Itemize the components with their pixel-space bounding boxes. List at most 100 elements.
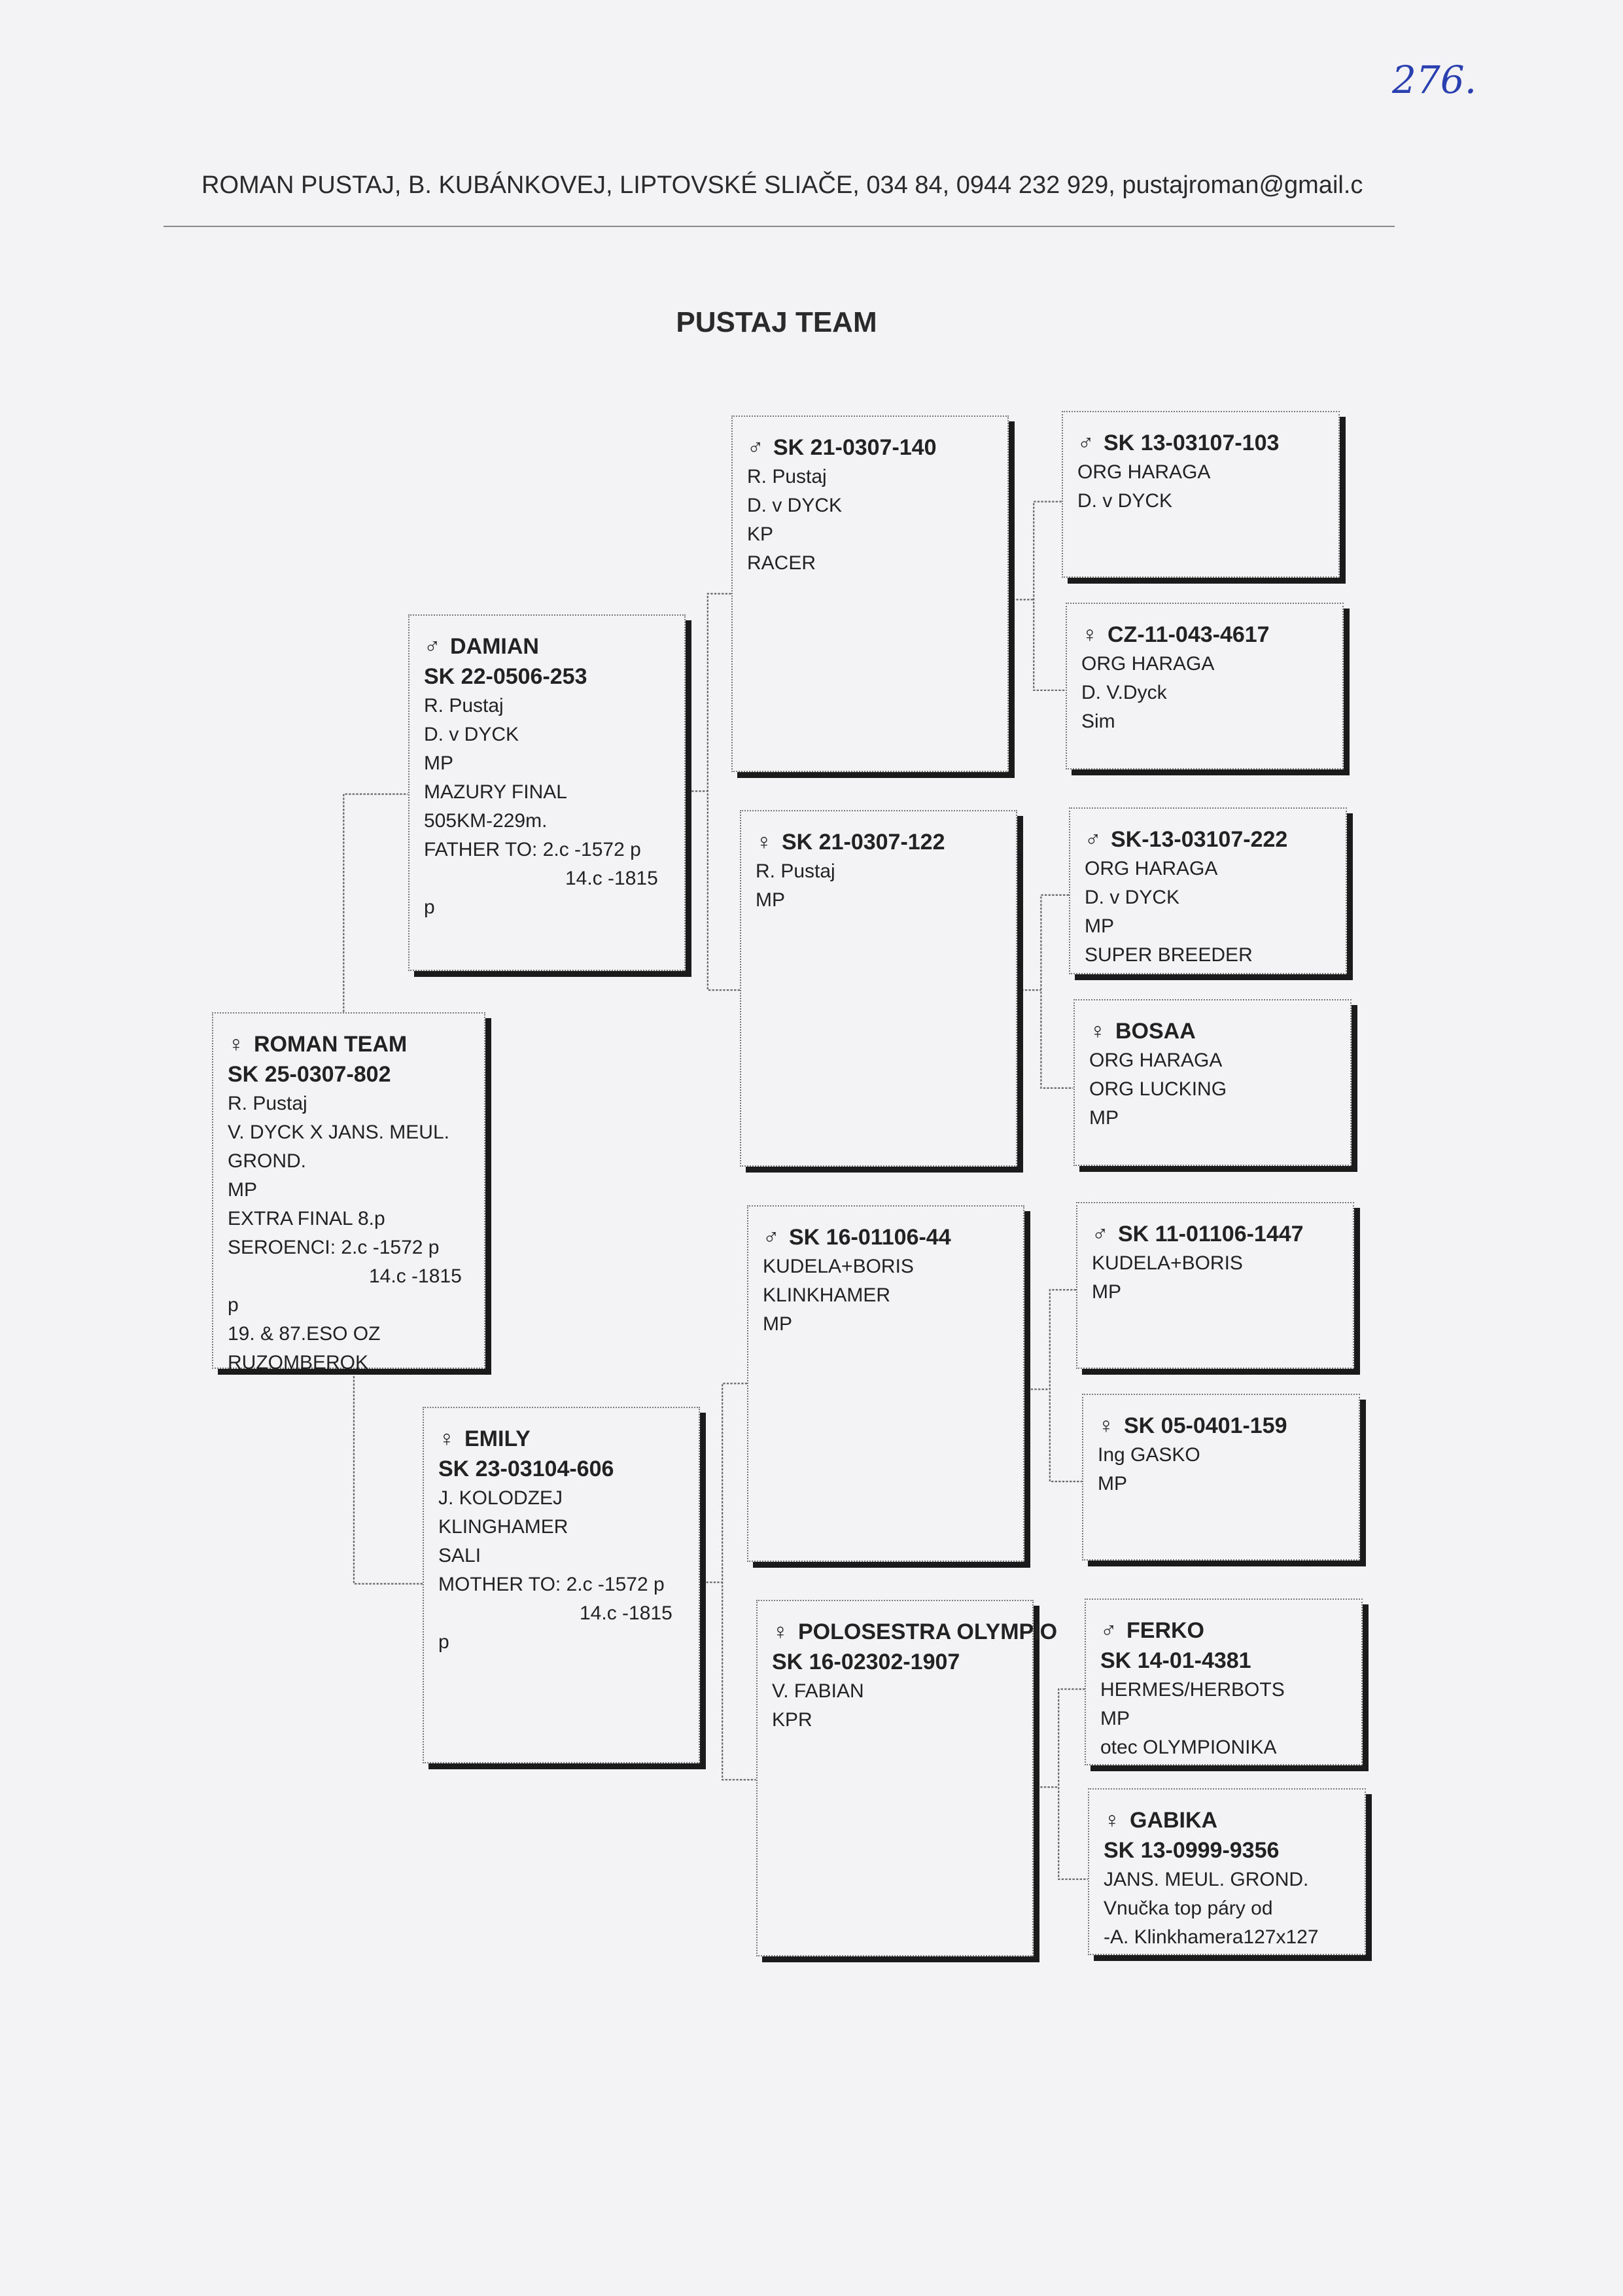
pigeon-detail: p [228, 1294, 239, 1316]
connector-polo-parents [1036, 1688, 1088, 1881]
pigeon-detail: D. v DYCK [1077, 490, 1173, 512]
pigeon-detail: GROND. [228, 1150, 306, 1172]
pigeon-detail: HERMES/HERBOTS [1100, 1679, 1285, 1701]
pigeon-detail: Sim [1081, 711, 1115, 732]
male-symbol-icon: ♂ [763, 1225, 780, 1250]
pigeon-detail: D. V.Dyck [1081, 682, 1167, 703]
pigeon-detail: JANS. MEUL. GROND. [1104, 1869, 1309, 1890]
pigeon-detail: p [424, 896, 435, 918]
pigeon-detail: ORG HARAGA [1089, 1050, 1223, 1071]
female-symbol-icon: ♀ [1104, 1808, 1121, 1833]
pigeon-detail: MP [424, 752, 453, 774]
pigeon-name: FERKO [1126, 1618, 1204, 1643]
ring-number: SK 16-02302-1907 [772, 1650, 960, 1674]
pigeon-detail: MP [1100, 1708, 1130, 1729]
pigeon-detail: FATHER TO: 2.c -1572 p [424, 839, 641, 860]
connector-s44-parents [1023, 1289, 1082, 1483]
pigeon-detail: R. Pustaj [424, 695, 504, 716]
pigeon-detail: SALI [438, 1545, 481, 1566]
pigeon-detail: KPR [772, 1709, 812, 1731]
pigeon-name-line: ♀ GABIKA [1104, 1805, 1352, 1835]
ring-number: SK-13-03107-222 [1111, 827, 1288, 852]
male-symbol-icon: ♂ [424, 634, 441, 659]
pigeon-card-s140: ♂SK 21-0307-140 R. Pustaj D. v DYCK KP RACER [731, 415, 1009, 772]
pigeon-detail: MP [1089, 1107, 1119, 1129]
pigeon-detail: KP [747, 523, 774, 545]
ring-number: SK 23-03104-606 [438, 1457, 614, 1481]
pigeon-detail: J. KOLODZEJ [438, 1487, 563, 1509]
pigeon-ring-line: ♂SK 16-01106-44 [763, 1222, 1010, 1252]
ring-number: SK 21-0307-122 [782, 830, 945, 855]
pigeon-detail: MP [1085, 915, 1114, 937]
ring-number: SK 25-0307-802 [228, 1062, 391, 1087]
pigeon-detail: R. Pustaj [747, 466, 827, 487]
connector-roman-emily [353, 1368, 423, 1585]
female-symbol-icon: ♀ [228, 1032, 245, 1057]
pigeon-card-bosaa: ♀BOSAA ORG HARAGA ORG LUCKING MP [1073, 999, 1352, 1166]
pigeon-detail: MP [1092, 1281, 1121, 1303]
pigeon-detail: MAZURY FINAL [424, 781, 567, 803]
pigeon-detail: SEROENCI: 2.c -1572 p [228, 1237, 440, 1258]
handwritten-page-number: 276. [1392, 58, 1477, 102]
pigeon-detail: ORG LUCKING [1089, 1078, 1227, 1100]
pigeon-card-polo: ♀ POLOSESTRA OLYMPIO SK 16-02302-1907 V. FA… [756, 1600, 1057, 1956]
pigeon-detail: -A. Klinkhamera127x127 [1104, 1926, 1319, 1948]
connector-roman-damian [343, 793, 408, 1012]
pigeon-detail: MP [1098, 1473, 1127, 1494]
pigeon-name: DAMIAN [450, 634, 539, 659]
male-symbol-icon: ♂ [1100, 1618, 1117, 1643]
female-symbol-icon: ♀ [438, 1426, 455, 1451]
pigeon-name-line: ♀ ROMAN TEAM [228, 1029, 471, 1059]
pigeon-ring-line: ♀SK 21-0307-122 [756, 827, 1003, 857]
pigeon-detail: MP [763, 1313, 792, 1335]
male-symbol-icon: ♂ [1085, 827, 1102, 852]
pigeon-detail: ORG HARAGA [1081, 653, 1215, 675]
ring-number: SK 22-0506-253 [424, 664, 587, 689]
pigeon-detail: RACER [747, 552, 816, 574]
pigeon-detail: D. v DYCK [747, 495, 843, 516]
pigeon-detail: 14.c -1815 [565, 868, 658, 889]
pigeon-detail: MP [756, 889, 785, 911]
ring-number: SK 14-01-4381 [1100, 1648, 1251, 1673]
connector-s122-parents [1017, 894, 1073, 1089]
ring-number: CZ-11-043-4617 [1108, 622, 1270, 647]
pigeon-name: GABIKA [1130, 1808, 1218, 1833]
female-symbol-icon: ♀ [772, 1619, 789, 1644]
pigeon-name: EMILY [464, 1426, 531, 1451]
pigeon-ring-line: ♂ SK-13-03107-222 [1085, 824, 1333, 855]
pigeon-detail: otec OLYMPIONIKA [1100, 1737, 1277, 1758]
pigeon-detail: Ing GASKO [1098, 1444, 1200, 1466]
pigeon-detail: SUPER BREEDER [1085, 944, 1253, 966]
pigeon-name-line: ♂ FERKO [1100, 1616, 1348, 1646]
ring-number: SK 11-01106-1447 [1118, 1222, 1304, 1246]
pigeon-detail: V. FABIAN [772, 1680, 864, 1702]
pigeon-name: ROMAN TEAM [254, 1032, 408, 1057]
pigeon-detail: 14.c -1815 [580, 1602, 672, 1624]
pigeon-detail: 505KM-229m. [424, 810, 548, 832]
pigeon-ring-line: ♂SK 21-0307-140 [747, 433, 994, 463]
pigeon-ring-line: ♀BOSAA [1089, 1016, 1337, 1046]
pigeon-name: POLOSESTRA OLYMPIO [798, 1619, 1058, 1644]
pigeon-ring-line: ♂SK 13-03107-103 [1077, 428, 1325, 458]
male-symbol-icon: ♂ [747, 435, 764, 460]
female-symbol-icon: ♀ [1098, 1413, 1115, 1438]
pigeon-detail: D. v DYCK [1085, 887, 1180, 908]
pigeon-detail: KLINKHAMER [763, 1284, 891, 1306]
ring-number: SK 13-0999-9356 [1104, 1838, 1280, 1863]
connector-damian-parents [684, 593, 740, 991]
pigeon-detail: ORG HARAGA [1077, 461, 1211, 483]
pigeon-detail: EXTRA FINAL 8.p [228, 1208, 385, 1229]
pigeon-ring-line: ♂SK 11-01106-1447 [1092, 1219, 1340, 1249]
pigeon-detail: KUDELA+BORIS [1092, 1252, 1243, 1274]
pigeon-detail: V. DYCK X JANS. MEUL. [228, 1122, 449, 1143]
contact-header: ROMAN PUSTAJ, B. KUBÁNKOVEJ, LIPTOVSKÉ S… [201, 171, 1363, 199]
